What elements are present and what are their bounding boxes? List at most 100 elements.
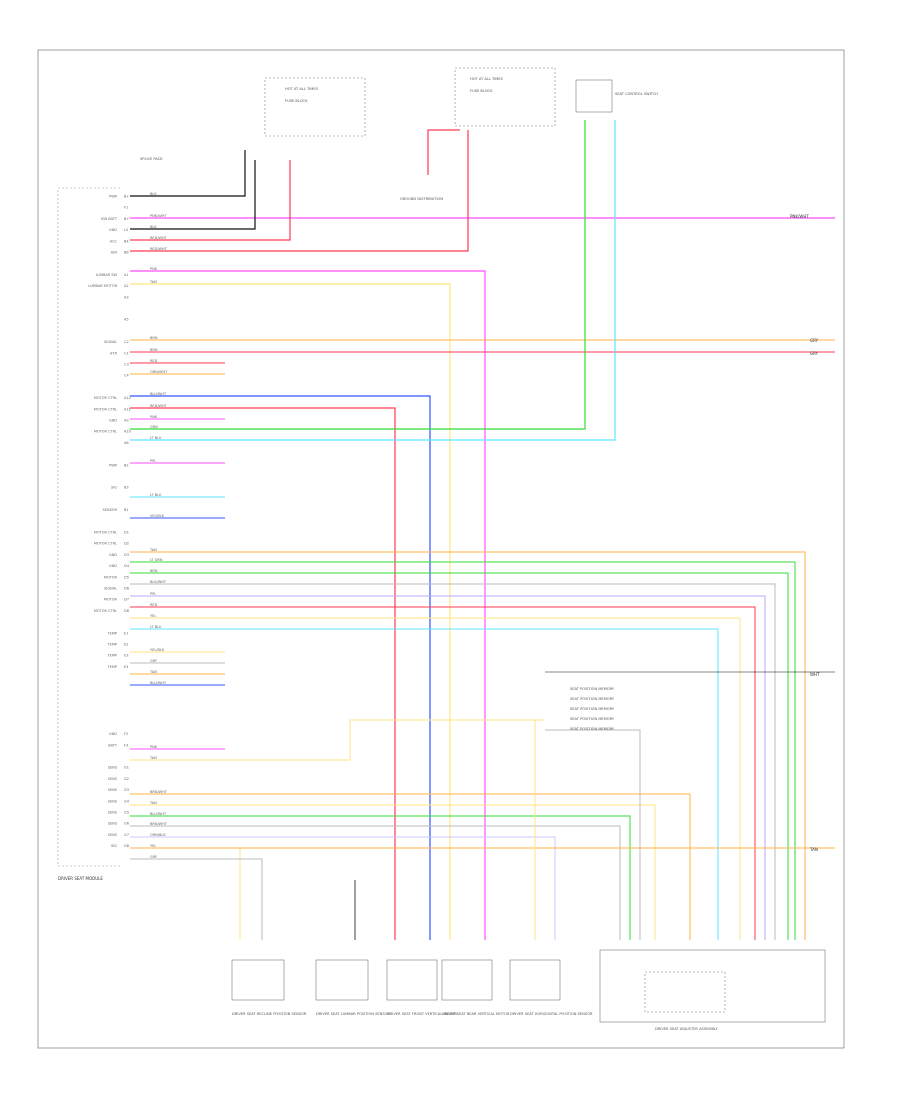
module-pin-label: IGN BATT (101, 217, 118, 221)
wire-code: BLK (150, 192, 157, 196)
mid-right-module-box (599, 949, 826, 1023)
bottom-component-box (231, 959, 285, 1001)
wire-code: ORN/WHT (150, 370, 168, 374)
module-pin: E1 (124, 631, 128, 635)
module-pin: LS (124, 228, 129, 232)
splice-label: SPLICE PACK (140, 157, 163, 161)
wire-sensor (130, 858, 263, 940)
wire-code: YEL (150, 844, 156, 848)
gry-out-legend-2: GRY (810, 351, 819, 356)
module-pin-label: SENS (108, 811, 118, 815)
bottom-component-label: DRIVER SEAT RECLINE POSITION SENSOR (232, 1012, 307, 1016)
module-pin: E4 (124, 665, 129, 669)
module-pin-label: SENS (108, 766, 118, 770)
wire-code: BLK (150, 225, 157, 229)
module-pin: E3 (124, 654, 128, 658)
module-pin-label: ACC (110, 239, 118, 243)
wire-code: PNK (150, 267, 158, 271)
module-pin-label: LUMBAR SW (96, 273, 118, 277)
wire-red-fuse (427, 129, 460, 175)
module-pin: G7 (124, 833, 129, 837)
module-pin: C4 (124, 374, 129, 378)
wire-code: RED (150, 603, 158, 607)
top-component-3: SEAT CONTROL SWITCH (575, 79, 658, 113)
module-pin: G4 (124, 799, 130, 803)
wire-mid (130, 583, 776, 940)
module-pin-label: SENS (108, 777, 118, 781)
wire-code: GRY (150, 855, 158, 859)
module-pin: B4 (124, 239, 129, 243)
wht-right-legend: WHT (810, 672, 820, 677)
bottom-component-box (441, 959, 493, 1001)
wire-code: TAN (149, 801, 157, 805)
module-pin-label: GND (109, 228, 117, 232)
wire-code: PNK/WHT (150, 214, 167, 218)
side-note: SEAT POSITION MEMORY (570, 687, 615, 691)
wire-code: ORN/BLK (150, 833, 166, 837)
component-label: SEAT CONTROL SWITCH (615, 92, 658, 96)
wire-code: TAN (149, 670, 157, 674)
wire-pnk-1 (130, 270, 486, 940)
module-pin: G8 (124, 844, 129, 848)
bottom-component-box (509, 959, 561, 1001)
wire-sensor (130, 825, 621, 940)
module-pin-label: SIG (111, 844, 117, 848)
wire-code: PNK (150, 745, 158, 749)
wire-code: LT BLU (150, 493, 162, 497)
wire-code: LT BLU (150, 436, 162, 440)
wire-code: RED/WHT (150, 404, 168, 408)
wire-red-2 (130, 130, 469, 252)
module-pin: D7 (124, 598, 129, 602)
wire-code: PNK (150, 415, 158, 419)
wire-blk-2 (130, 160, 256, 230)
module-pin: D2 (124, 542, 129, 546)
wire-code: RED (150, 359, 158, 363)
module-pin-label: HTR (110, 351, 118, 355)
module-pin: F1 (124, 206, 128, 210)
module-pin-label: MOTOR (104, 598, 118, 602)
bottom-component-label: DRIVER SEAT LUMBAR POSITION SENSOR (316, 1012, 390, 1016)
module-pin: B2 (124, 463, 129, 467)
component-label: HOT AT ALL TIMES (470, 77, 504, 81)
wire-code: RED/WHT (150, 236, 168, 240)
module-pin: B+ (124, 195, 129, 199)
wire-red-wht (130, 407, 396, 940)
side-note: SEAT POSITION MEMORY (570, 697, 615, 701)
wire-code: PPL (150, 459, 156, 463)
module-pin-label: MOTOR CTRL (94, 609, 117, 613)
ground-label: GROUND DISTRIBUTION (400, 197, 443, 201)
module-pin: D4 (124, 564, 130, 568)
module-pin: C1 (124, 351, 129, 355)
wire-code: BLU/WHT (150, 392, 167, 396)
module-pin: C2 (124, 340, 129, 344)
wire-code: TAN (149, 756, 157, 760)
wire-code: TAN (149, 280, 157, 284)
wire-tan-2 (130, 719, 395, 761)
module-pin-label: GND (109, 732, 117, 736)
module-pin: A11 (124, 407, 131, 411)
module-pin-label: GND (109, 564, 117, 568)
top-component-1: HOT AT ALL TIMES FUSE BLOCK (264, 77, 366, 137)
module-pin-label: PWR (109, 463, 118, 467)
module-name: DRIVER SEAT MODULE (58, 876, 103, 881)
module-pin-label: TEMP (107, 665, 117, 669)
module-pin-label: SENS (108, 788, 118, 792)
wire-code: VIO/BLK (150, 514, 165, 518)
wire-mid (130, 572, 789, 940)
wire-mid (130, 551, 806, 940)
wire-sensor (130, 815, 631, 940)
wire-code: BRN (150, 569, 158, 573)
component-label: HOT AT ALL TIMES (285, 87, 319, 91)
wire-red-1 (130, 160, 291, 241)
module-pin: A12 (124, 396, 131, 400)
module-pin: G2 (124, 777, 129, 781)
module-pin-label: LUMBAR MOTOR (88, 284, 117, 288)
module-pin-label: MOTOR CTRL (94, 430, 117, 434)
wire-code: YEL (150, 614, 156, 618)
module-pin-label: IGN (111, 251, 118, 255)
wire-mid (130, 561, 796, 940)
module-pin: D1 (124, 531, 129, 535)
mid-right-module-label: DRIVER SEAT ADJUSTER ASSEMBLY (655, 1027, 718, 1031)
